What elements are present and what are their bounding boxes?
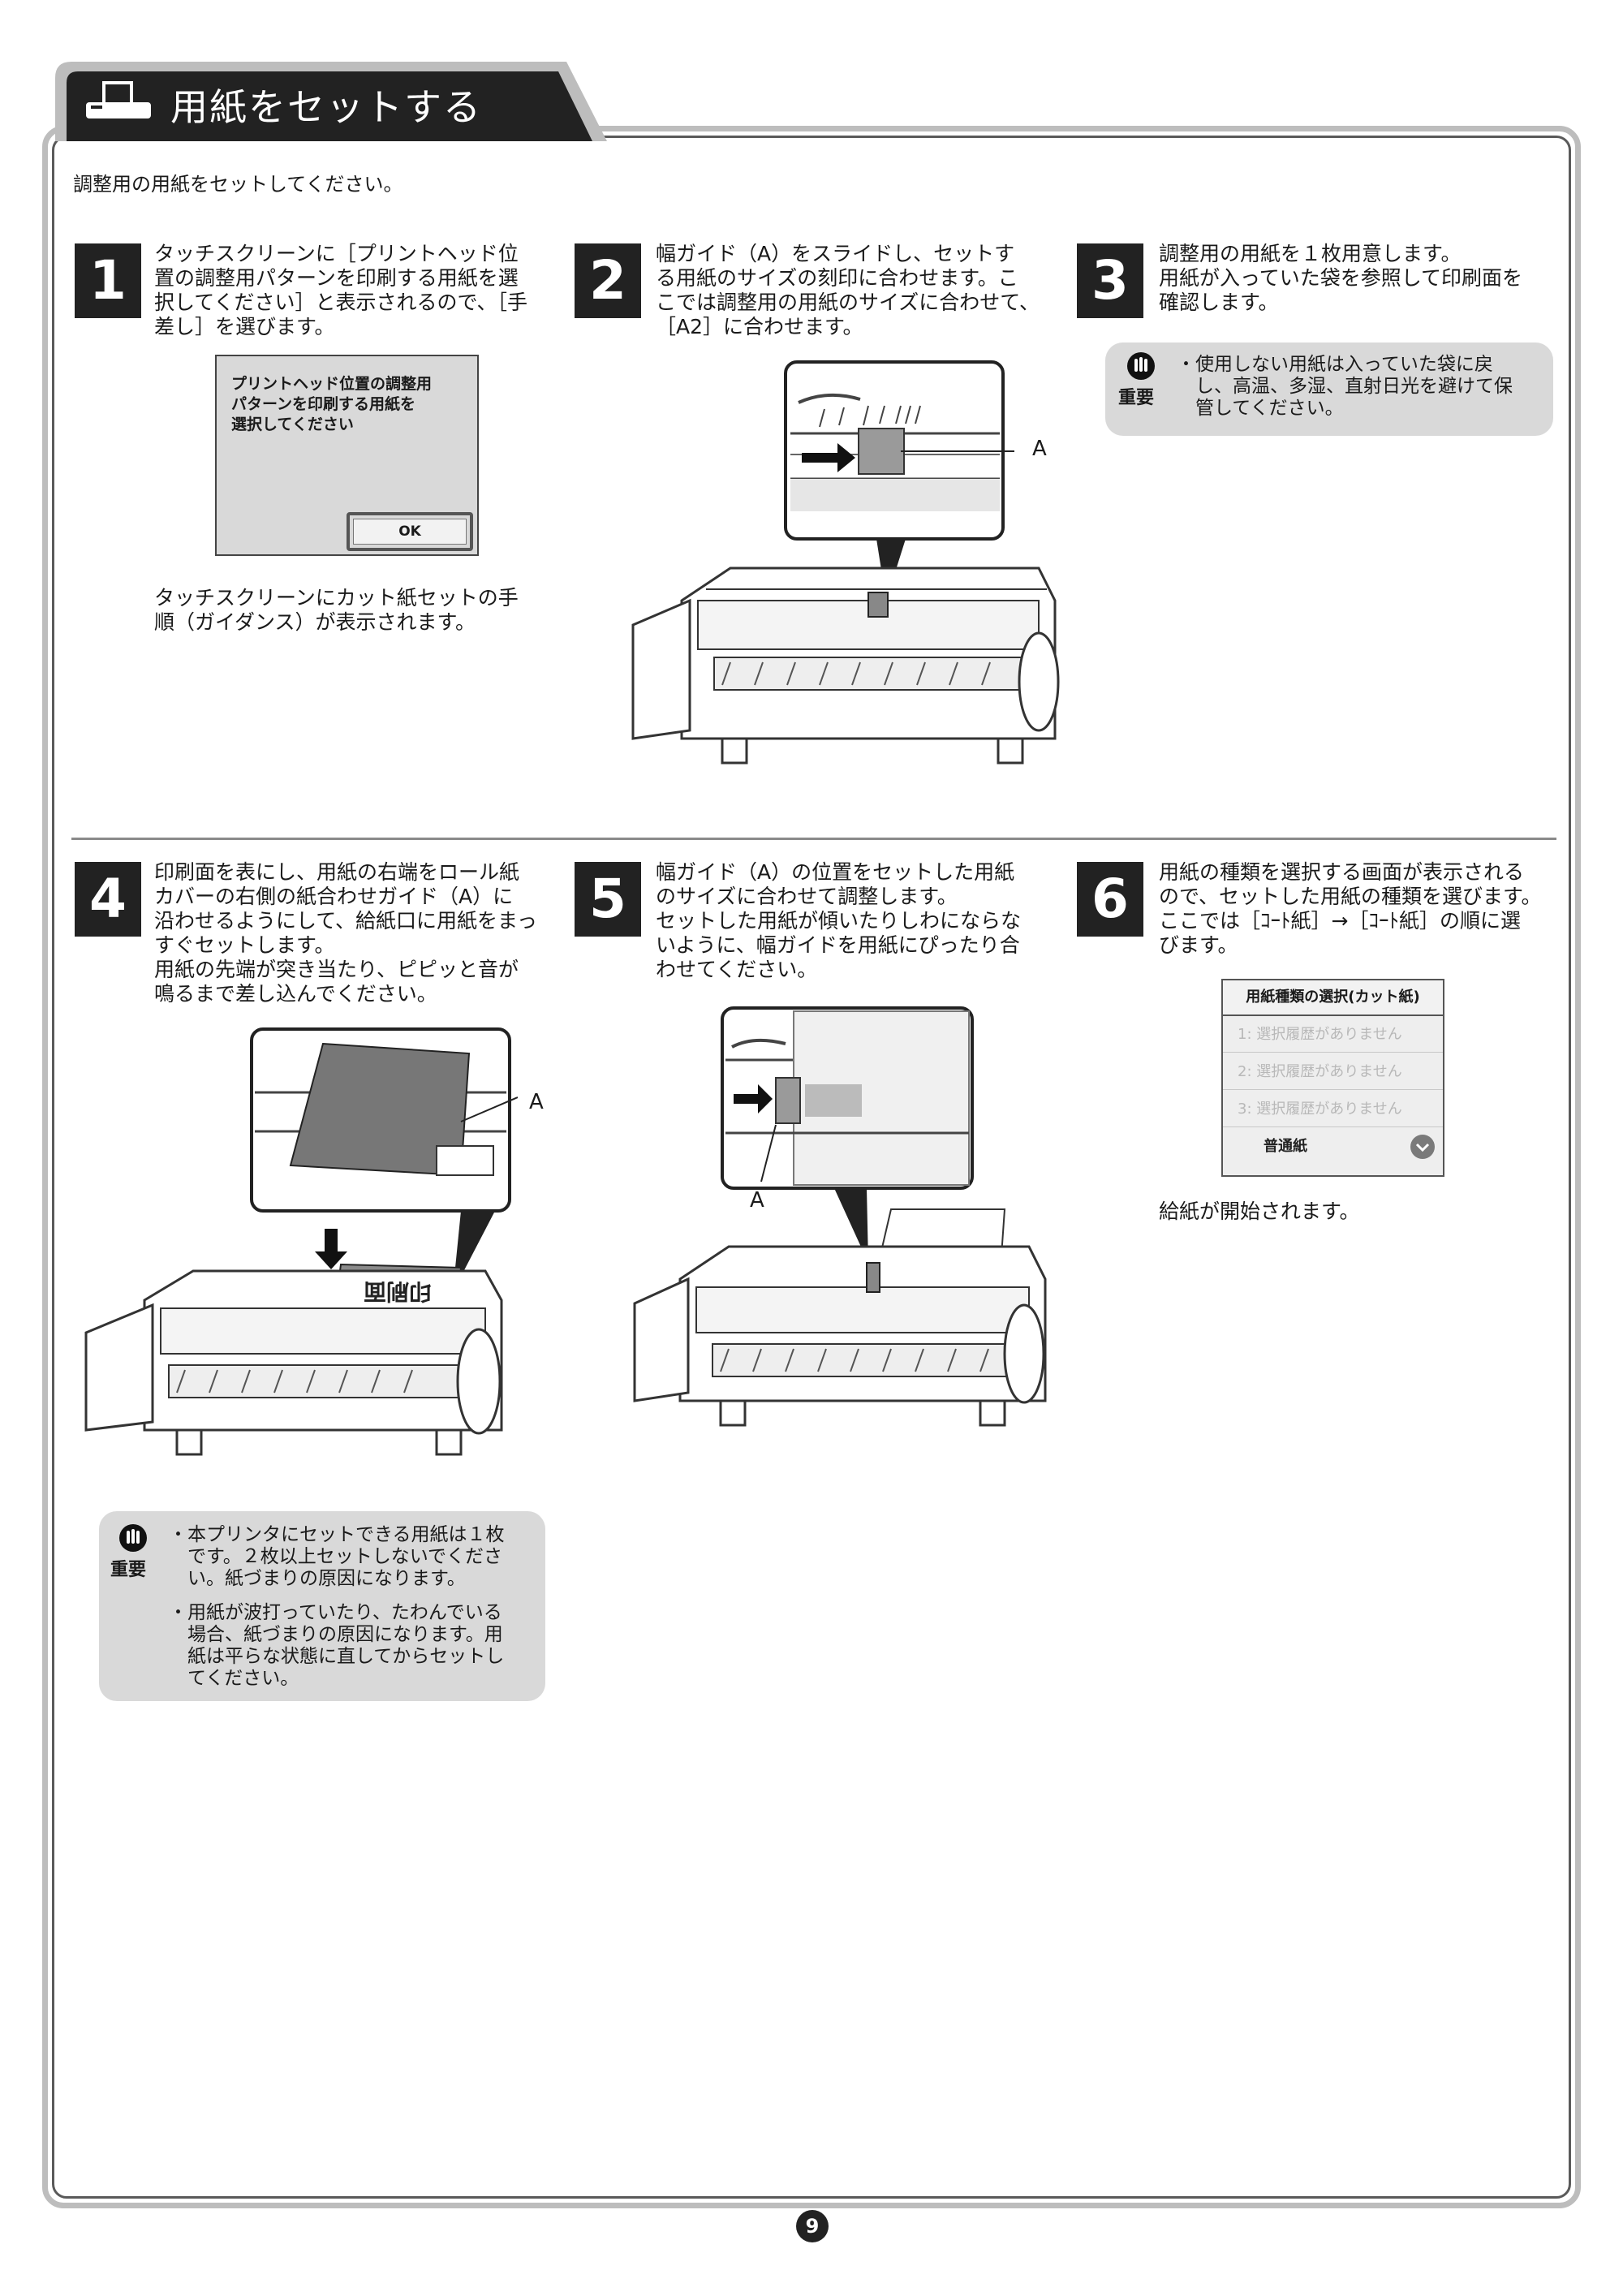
history-item-3[interactable]: 3: 選択履歴がありません: [1223, 1091, 1443, 1127]
label-a-step2: A: [1032, 437, 1047, 461]
page-frame-outer: [42, 126, 1581, 2208]
width-guide-illustration: [631, 360, 1060, 765]
caution-box-step4: 重要 ・本プリンタにセットできる用紙は１枚 です。２枚以上セットしないでくださ …: [99, 1511, 545, 1701]
ok-button-frame: OK: [347, 512, 473, 551]
step-6-badge: 6: [1077, 862, 1143, 937]
step-1-badge: 1: [75, 243, 141, 318]
section-divider: [71, 838, 1556, 840]
media-type-selected[interactable]: 普通紙: [1223, 1128, 1443, 1165]
ok-button[interactable]: OK: [353, 519, 467, 545]
step-2-text: 幅ガイド（A）をスライドし、セットする用紙のサイズの刻印に合わせます。こ こでは…: [656, 242, 1040, 338]
history-item-1[interactable]: 1: 選択履歴がありません: [1223, 1016, 1443, 1053]
label-a-step4: A: [529, 1090, 544, 1114]
caution-text-step4a: ・本プリンタにセットできる用紙は１枚 です。２枚以上セットしないでくださ い。紙…: [169, 1524, 505, 1589]
caution-label: 重要: [110, 1560, 147, 1580]
page-number: 9: [796, 2210, 829, 2242]
caution-hand-icon: [1127, 352, 1155, 380]
screen-title: 用紙種類の選択(カット紙): [1223, 980, 1443, 1016]
header-tab: [55, 62, 607, 141]
paper-insert-illustration: [84, 1027, 518, 1456]
step-4-text: 印刷面を表にし、用紙の右端をロール紙カバーの右側の紙合わせガイド（A）に 沿わせ…: [154, 860, 538, 1006]
chevron-down-icon[interactable]: [1410, 1135, 1435, 1159]
printer-icon: [86, 81, 151, 118]
caution-text-step4b: ・用紙が波打っていたり、たわんでいる 場合、紙づまりの原因になります。用 紙は平…: [169, 1602, 505, 1689]
step-6-note: 給紙が開始されます。: [1159, 1200, 1360, 1223]
step-1-text: タッチスクリーンに［プリントヘッド位置の調整用パターンを印刷する用紙を選 択して…: [154, 242, 528, 338]
step-3-badge: 3: [1077, 243, 1143, 318]
width-guide-adjust-illustration: [633, 1006, 1047, 1427]
history-item-2[interactable]: 2: 選択履歴がありません: [1223, 1053, 1443, 1090]
caution-box-step3: 重要 ・使用しない用紙は入っていた袋に戻 し、高温、多湿、直射日光を避けて保 管…: [1105, 342, 1553, 436]
step-4-badge: 4: [75, 862, 141, 937]
caution-text-step3: ・使用しない用紙は入っていた袋に戻 し、高温、多湿、直射日光を避けて保 管してく…: [1177, 354, 1513, 419]
step-6-text: 用紙の種類を選択する画面が表示されるので、セットした用紙の種類を選びます。 ここ…: [1159, 860, 1542, 957]
step-3-text: 調整用の用紙を１枚用意します。用紙が入っていた袋を参照して印刷面を確認します。: [1159, 242, 1523, 314]
page-title: 用紙をセットする: [170, 85, 482, 129]
step-5-badge: 5: [575, 862, 641, 937]
paper-print-side-label: 印刷面: [364, 1278, 433, 1305]
step-2-badge: 2: [575, 243, 641, 318]
selected-media-label: 普通紙: [1264, 1138, 1307, 1155]
page-frame-inner: [52, 136, 1571, 2199]
intro-text: 調整用の用紙をセットしてください。: [73, 173, 403, 196]
step-5-text: 幅ガイド（A）の位置をセットした用紙のサイズに合わせて調整します。 セットした用…: [656, 860, 1022, 981]
caution-hand-icon: [119, 1524, 147, 1552]
media-type-select-screen: 用紙種類の選択(カット紙) 1: 選択履歴がありません 2: 選択履歴がありませ…: [1221, 979, 1444, 1177]
step-1-note: タッチスクリーンにカット紙セットの手順（ガイダンス）が表示されます。: [154, 586, 519, 634]
label-a-step5: A: [750, 1188, 764, 1213]
caution-label: 重要: [1118, 388, 1155, 408]
screen-message: プリントヘッド位置の調整用パターンを印刷する用紙を選択してください: [231, 375, 433, 433]
touchscreen-media-prompt: プリントヘッド位置の調整用パターンを印刷する用紙を選択してください OK: [215, 355, 479, 556]
